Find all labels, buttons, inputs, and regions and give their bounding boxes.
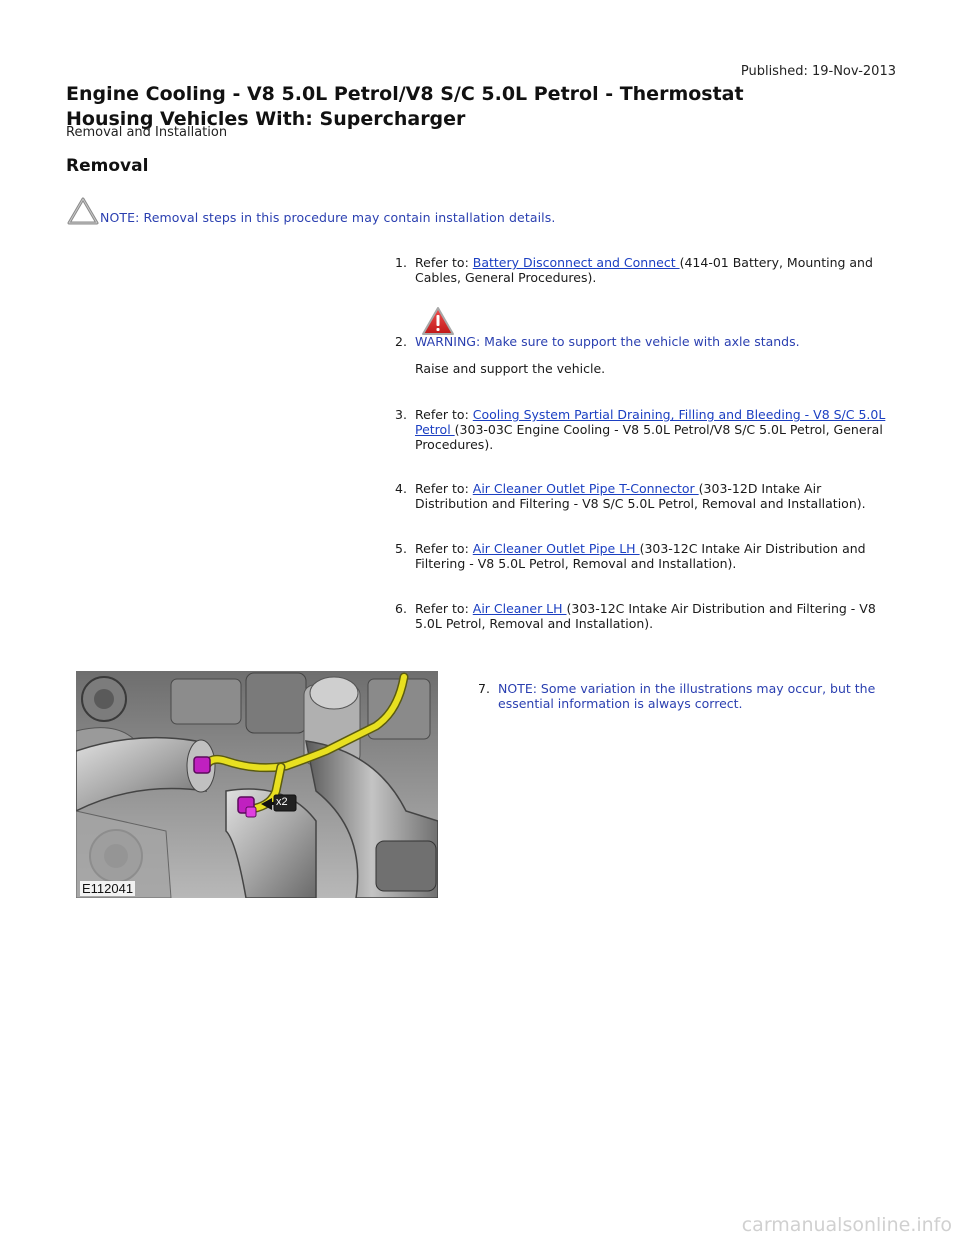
callout-label: x2	[276, 796, 288, 808]
step-suffix: (303-12C Intake Air Distribution and Fil…	[415, 601, 876, 631]
step-prefix: Refer to:	[415, 481, 473, 496]
step-number: 3.	[395, 407, 407, 422]
step-prefix: Refer to:	[415, 541, 473, 556]
step-prefix: Refer to:	[415, 255, 473, 270]
step-number: 2.	[395, 334, 407, 349]
doc-title: Engine Cooling - V8 5.0L Petrol/V8 S/C 5…	[66, 83, 744, 130]
note-block: NOTE: Removal steps in this procedure ma…	[66, 196, 555, 226]
step-suffix: (303-12C Intake Air Distribution and Fil…	[415, 541, 866, 571]
step-4: 4. Refer to: Air Cleaner Outlet Pipe T-C…	[395, 481, 895, 511]
watermark: carmanualsonline.info	[741, 1214, 952, 1236]
step-7: 7. NOTE: Some variation in the illustrat…	[478, 681, 898, 711]
link-cooling-system-draining[interactable]: Cooling System Partial Draining, Filling…	[415, 407, 886, 437]
engine-illustration: x2 E112041	[76, 671, 438, 898]
step-2: 2. WARNING: Make sure to support the veh…	[395, 334, 895, 376]
step-text: Raise and support the vehicle.	[415, 361, 606, 376]
warning-text: WARNING: Make sure to support the vehicl…	[415, 334, 800, 349]
step-suffix: (303-03C Engine Cooling - V8 5.0L Petrol…	[415, 422, 883, 452]
step-note: NOTE: Some variation in the illustration…	[498, 681, 876, 711]
step-number: 7.	[478, 681, 490, 696]
step-5: 5. Refer to: Air Cleaner Outlet Pipe LH …	[395, 541, 895, 571]
step-prefix: Refer to:	[415, 601, 473, 616]
section-heading-removal: Removal	[66, 156, 149, 176]
step-3: 3. Refer to: Cooling System Partial Drai…	[395, 407, 895, 452]
step-6: 6. Refer to: Air Cleaner LH (303-12C Int…	[395, 601, 895, 631]
published-date: Published: 19-Nov-2013	[740, 64, 896, 79]
note-text: NOTE: Removal steps in this procedure ma…	[100, 210, 556, 225]
step-number: 6.	[395, 601, 407, 616]
caution-triangle-outline-icon	[67, 197, 99, 225]
step-prefix: Refer to:	[415, 407, 473, 422]
step-number: 4.	[395, 481, 407, 496]
warning-triangle-red-icon	[422, 307, 454, 335]
link-air-cleaner-lh[interactable]: Air Cleaner LH	[472, 601, 567, 616]
step-1: 1. Refer to: Battery Disconnect and Conn…	[395, 255, 895, 285]
figure-label: E112041	[80, 881, 136, 896]
doc-subtitle: Removal and Installation	[66, 125, 228, 140]
step-number: 5.	[395, 541, 407, 556]
step-number: 1.	[395, 255, 407, 270]
link-air-cleaner-t-connector[interactable]: Air Cleaner Outlet Pipe T-Connector	[472, 481, 699, 496]
step-suffix: (414-01 Battery, Mounting and Cables, Ge…	[415, 255, 873, 285]
engine-bay-drawing	[76, 671, 438, 898]
link-air-cleaner-outlet-pipe-lh[interactable]: Air Cleaner Outlet Pipe LH	[472, 541, 640, 556]
step-suffix: (303-12D Intake Air Distribution and Fil…	[415, 481, 866, 511]
link-battery-disconnect[interactable]: Battery Disconnect and Connect	[472, 255, 680, 270]
